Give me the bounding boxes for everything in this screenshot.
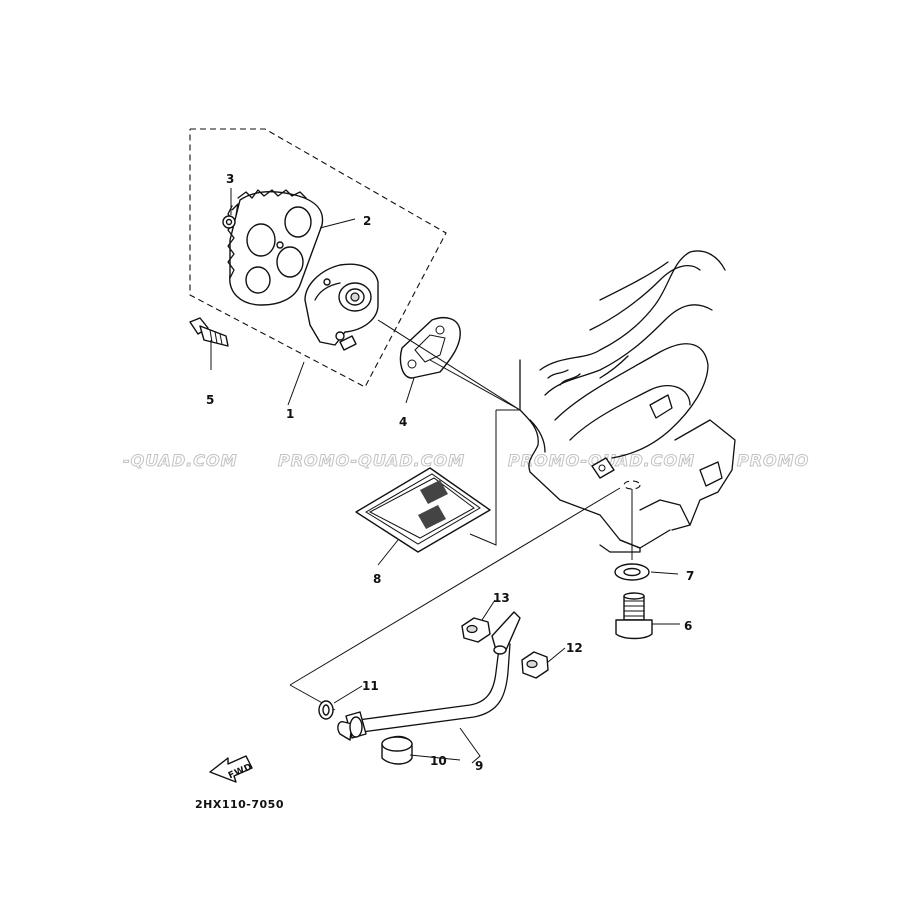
part-callouts: 1 2 3 4 5 6 7 8 9 10 11 12 13 xyxy=(206,172,694,773)
callout-3: 3 xyxy=(226,172,234,186)
screw xyxy=(189,317,229,347)
crankcase-outline xyxy=(519,250,736,553)
callout-11: 11 xyxy=(362,679,379,693)
crankcase-boss xyxy=(591,457,641,490)
circlip xyxy=(222,215,236,229)
callout-10: 10 xyxy=(430,754,447,768)
assembly-boundary xyxy=(189,128,447,388)
callout-6: 6 xyxy=(684,619,692,633)
callout-8: 8 xyxy=(373,572,381,586)
oil-strainer xyxy=(355,467,491,553)
cap xyxy=(381,735,413,765)
callout-9: 9 xyxy=(475,759,483,773)
callout-13: 13 xyxy=(493,591,510,605)
callout-5: 5 xyxy=(206,393,214,407)
nut xyxy=(461,617,491,643)
callout-1: 1 xyxy=(286,407,294,421)
oil-delivery-pipe xyxy=(337,611,521,741)
watermark-text: -QUAD.COM xyxy=(123,451,238,470)
driven-gear xyxy=(227,189,324,306)
callout-12: 12 xyxy=(566,641,583,655)
watermark-text: PROMO xyxy=(737,451,809,470)
o-ring xyxy=(318,700,334,720)
callout-leaders xyxy=(210,188,680,764)
nut xyxy=(521,651,549,679)
assembly-guide-lines xyxy=(289,319,633,711)
drain-bolt xyxy=(615,592,653,640)
callout-4: 4 xyxy=(399,415,407,429)
washer xyxy=(614,563,650,581)
watermark-band: -QUAD.COM PROMO-QUAD.COM PROMO-QUAD.COM … xyxy=(123,451,809,471)
oil-pump-body xyxy=(304,263,379,351)
callout-2: 2 xyxy=(363,214,371,228)
diagram-part-code: 2HX110-7050 xyxy=(195,798,284,811)
watermark-text: PROMO-QUAD.COM xyxy=(278,451,465,470)
callout-7: 7 xyxy=(686,569,694,583)
gasket xyxy=(399,317,461,379)
forward-arrow-icon: FWD xyxy=(209,755,254,783)
